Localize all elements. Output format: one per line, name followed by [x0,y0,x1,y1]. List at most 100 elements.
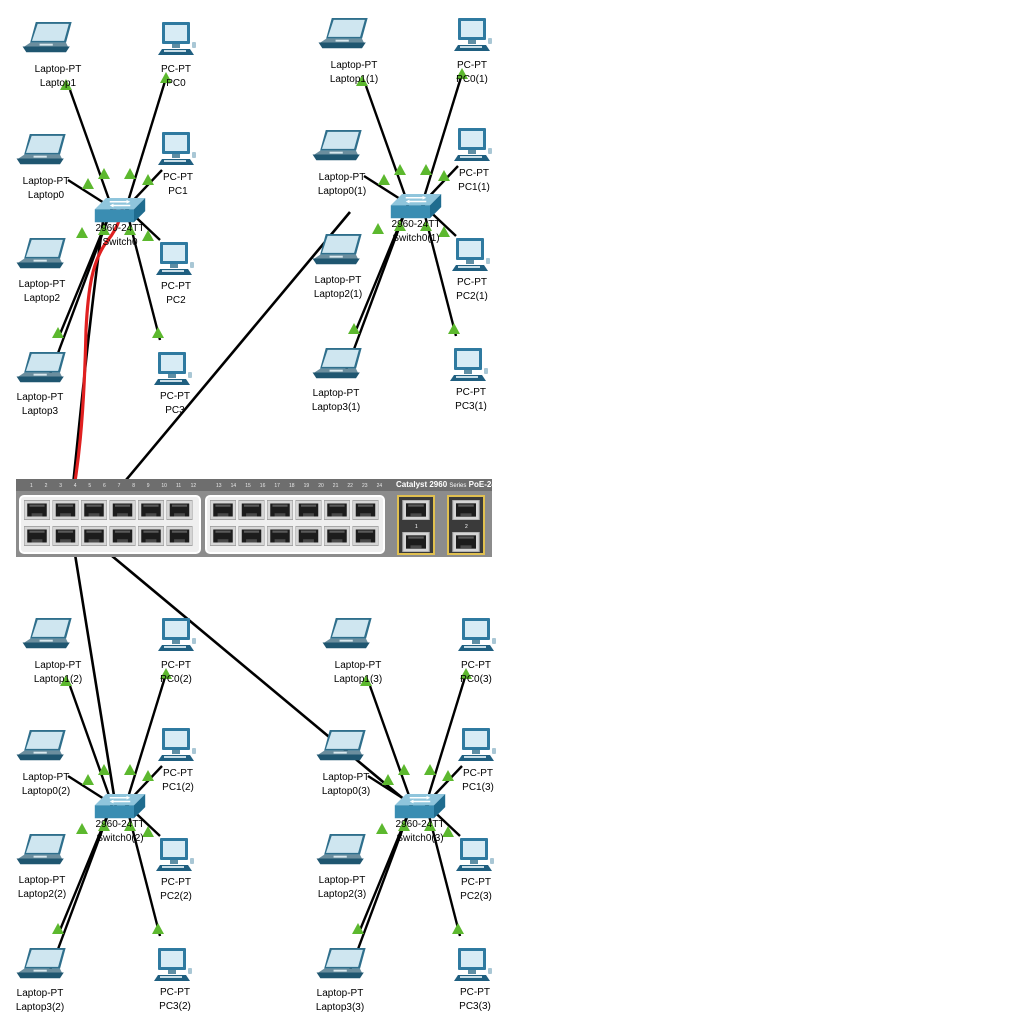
laptop-icon[interactable] [16,134,66,165]
link-up-indicator [442,770,454,781]
device-name: PC2 [166,295,186,306]
laptop-icon[interactable] [16,238,66,269]
laptop-icon[interactable] [22,618,72,649]
pc-icon[interactable] [154,352,192,385]
ethernet-port[interactable] [295,500,322,520]
switch-icon[interactable] [94,794,146,820]
link-up-indicator [124,820,136,831]
laptop-cable [68,685,114,805]
ethernet-port[interactable] [81,500,107,520]
port-number: 9 [147,483,150,489]
uplink-port[interactable] [452,532,480,552]
pc-icon[interactable] [156,242,194,275]
pc-icon[interactable] [450,348,488,381]
laptop-icon[interactable] [316,730,366,761]
device-type: Laptop-PT [18,279,66,290]
ethernet-port[interactable] [210,500,236,520]
ethernet-port[interactable] [352,500,379,520]
ethernet-port[interactable] [138,526,164,546]
link-up-indicator [348,323,360,334]
ethernet-port[interactable] [166,500,193,520]
uplink-port[interactable] [452,500,480,520]
pc-icon[interactable] [158,132,196,165]
ethernet-port[interactable] [138,500,164,520]
switch-icon[interactable] [394,794,446,820]
device-type: PC-PT [163,768,193,779]
device-name: PC3(3) [459,1001,491,1012]
link-up-indicator [82,178,94,189]
ethernet-port[interactable] [267,500,293,520]
ethernet-port[interactable] [109,526,136,546]
pc-icon[interactable] [454,128,492,161]
device-name: Switch0 [102,237,138,248]
pc-icon[interactable] [158,22,196,55]
laptop-icon[interactable] [16,948,66,979]
ethernet-port[interactable] [81,526,107,546]
ethernet-port[interactable] [267,526,293,546]
laptop-icon[interactable] [312,348,362,379]
ethernet-port[interactable] [24,526,50,546]
ethernet-port[interactable] [24,500,50,520]
pc-icon[interactable] [158,618,196,651]
device-name: PC2(3) [460,891,492,902]
device-name: Laptop1 [39,78,77,89]
laptop-icon[interactable] [22,22,72,53]
laptop-icon[interactable] [16,352,66,383]
laptop-icon[interactable] [322,618,372,649]
ethernet-port[interactable] [109,500,136,520]
uplink-port[interactable] [402,532,430,552]
pc-icon[interactable] [458,618,496,651]
laptop-icon[interactable] [316,948,366,979]
device-name: PC3(1) [455,401,487,412]
port-number: 18 [289,483,295,489]
ethernet-port[interactable] [295,526,322,546]
pc-icon[interactable] [156,838,194,871]
laptop-icon[interactable] [16,834,66,865]
device-name: Laptop2(2) [17,889,67,900]
laptop-icon[interactable] [16,730,66,761]
ethernet-port[interactable] [352,526,379,546]
laptop-icon[interactable] [318,18,368,49]
switch-icon[interactable] [94,198,146,224]
laptop-icon[interactable] [316,834,366,865]
link-up-indicator [352,923,364,934]
ethernet-port[interactable] [324,500,350,520]
ethernet-port[interactable] [238,500,265,520]
uplink-port[interactable] [402,500,430,520]
port-number: 11 [176,483,181,489]
port-number: 4 [74,483,77,489]
pc-icon[interactable] [452,238,490,271]
ethernet-port[interactable] [324,526,350,546]
pc-icon[interactable] [458,728,496,761]
ethernet-port[interactable] [52,526,79,546]
device-name: Laptop1(2) [33,674,83,685]
laptop-cable [68,89,114,209]
ethernet-port[interactable] [238,526,265,546]
pc-icon[interactable] [454,18,492,51]
ethernet-port[interactable] [166,526,193,546]
ethernet-port[interactable] [52,500,79,520]
link-up-indicator [152,327,164,338]
ethernet-port[interactable] [210,526,236,546]
device-name: Laptop0(3) [321,786,371,797]
device-name: Switch0(2) [96,833,144,844]
device-type: PC-PT [163,172,193,183]
device-name: PC1(2) [162,782,194,793]
laptop-cable [46,803,114,977]
laptop-icon[interactable] [312,130,362,161]
link-up-indicator [424,820,436,831]
link-up-indicator [376,823,388,834]
pc-icon[interactable] [456,838,494,871]
pc-icon[interactable] [154,948,192,981]
pc-icon[interactable] [454,948,492,981]
pc-icon[interactable] [158,728,196,761]
port-number: 8 [132,483,135,489]
